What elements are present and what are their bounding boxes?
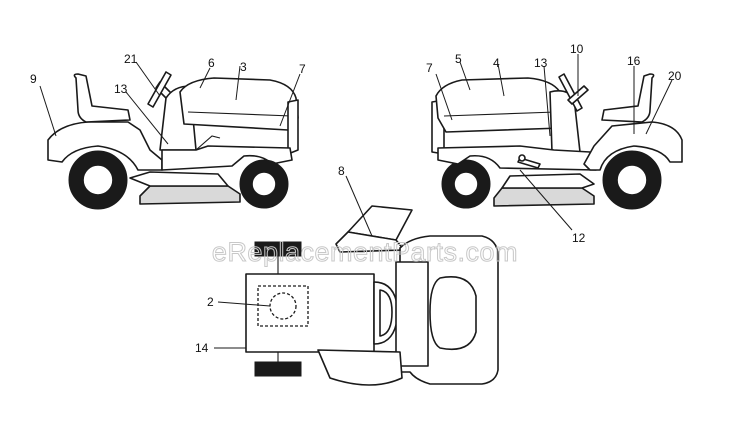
callout-numbers: 9 21 6 3 7 13 7 5 4 13 10 16 20 12 8 2 1… — [30, 42, 682, 355]
callout-right-12: 12 — [572, 231, 586, 245]
left-rear-fender — [47, 121, 163, 171]
top-engine-cover — [429, 276, 477, 351]
left-lower-body — [161, 145, 293, 171]
right-rear-fender — [583, 121, 683, 171]
callout-top-2: 2 — [207, 295, 214, 309]
left-front-wheel — [239, 159, 289, 209]
callout-right-4: 4 — [493, 56, 500, 70]
top-rear-tire-lower — [254, 361, 302, 377]
left-hood — [179, 77, 299, 131]
callout-left-6: 6 — [208, 56, 215, 70]
right-hood — [435, 77, 563, 133]
callout-right-20: 20 — [668, 69, 682, 83]
top-decal-area — [257, 285, 309, 327]
right-front-wheel — [441, 159, 491, 209]
left-seat — [73, 73, 131, 123]
callout-right-7: 7 — [426, 61, 433, 75]
right-seat — [601, 73, 655, 123]
tractor-left-side-view — [47, 71, 299, 210]
callout-left-7: 7 — [299, 62, 306, 76]
tractor-right-side-view — [431, 73, 683, 210]
right-rear-wheel — [602, 150, 662, 210]
callout-left-9: 9 — [30, 72, 37, 86]
left-mower-deck — [139, 185, 241, 205]
left-grille — [287, 99, 299, 155]
callout-left-13: 13 — [114, 82, 128, 96]
callout-left-3: 3 — [240, 60, 247, 74]
left-rear-wheel — [68, 150, 128, 210]
callout-right-5: 5 — [455, 52, 462, 66]
callout-right-10: 10 — [570, 42, 584, 56]
callout-top-14: 14 — [195, 341, 209, 355]
callout-right-16: 16 — [627, 54, 641, 68]
callout-top-8: 8 — [338, 164, 345, 178]
callout-left-21: 21 — [124, 52, 138, 66]
tractor-top-view — [245, 205, 499, 386]
callout-right-13: 13 — [534, 56, 548, 70]
watermark-text: eReplacementParts.com — [212, 237, 518, 267]
left-steering-wheel — [147, 71, 172, 108]
leader-lines — [39, 54, 673, 349]
